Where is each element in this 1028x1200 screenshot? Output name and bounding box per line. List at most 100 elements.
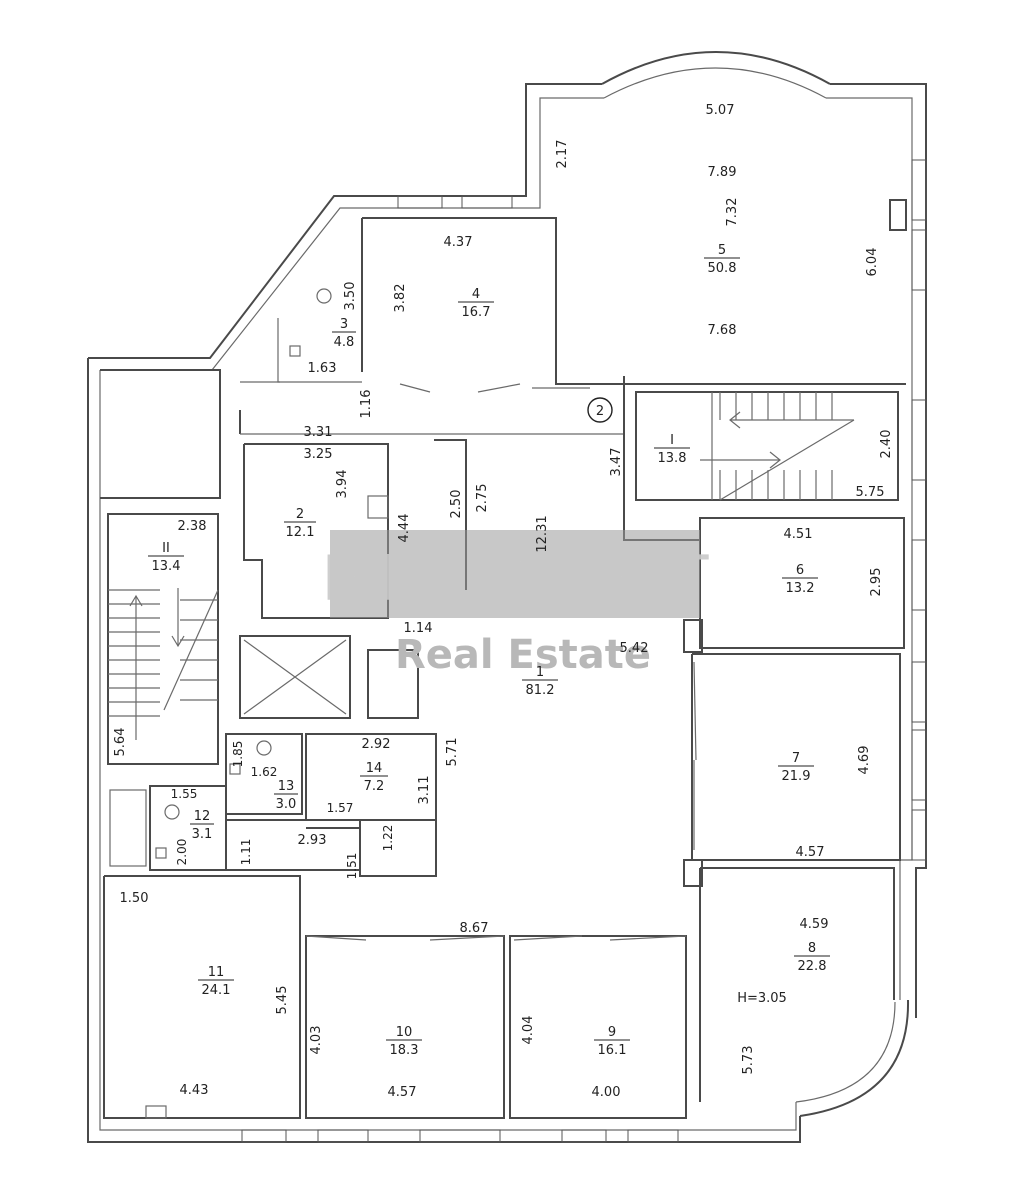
entrance-marker: 2 [587,397,613,423]
room-area: 50.8 [708,261,737,276]
room-area: 21.9 [782,769,811,784]
dimension-label: 7.68 [708,323,737,338]
dimension-label: 4.03 [309,1026,324,1055]
room-area: 12.1 [286,525,315,540]
room-area: 24.1 [202,983,231,998]
dimension-label: 2.95 [869,568,884,597]
dimension-label: 2.50 [449,490,464,519]
dimension-label: 5.42 [620,641,649,656]
room-number: 12 [194,809,211,824]
room-number: 2 [296,507,304,522]
room-14: 14 7.2 [360,761,388,794]
room-number: 3 [340,317,348,332]
dimension-label: 4.59 [800,917,829,932]
door-marks [305,383,697,941]
room-number: I [670,433,674,448]
room-number: 14 [366,761,383,776]
dimension-label: 1.11 [239,839,253,866]
dimension-label: 4.00 [592,1085,621,1100]
entrance-marker-label: 2 [596,404,604,419]
room-area: 81.2 [526,683,555,698]
room-area: 13.2 [786,581,815,596]
room-area: 18.3 [390,1043,419,1058]
dimension-label: 3.47 [609,448,624,477]
dimension-label: 1.57 [327,801,354,815]
room-4: 4 16.7 [458,287,494,320]
dimension-label: 1.63 [308,361,337,376]
dimension-label: 3.82 [393,284,408,313]
dimension-label: 4.57 [796,845,825,860]
room-number: 10 [396,1025,413,1040]
dimension-label: 4.04 [521,1016,536,1045]
room-number: 9 [608,1025,616,1040]
dimension-label: 8.67 [460,921,489,936]
room-1: 1 81.2 [522,665,558,698]
dimension-label: 1.55 [171,787,198,801]
fixtures [145,288,332,1119]
dimension-label: 3.31 [304,425,333,440]
dimension-label: 1.50 [120,891,149,906]
windows [241,159,927,1143]
dimension-label: 2.17 [555,140,570,169]
dimension-label: 5.07 [706,103,735,118]
room-number: 4 [472,287,480,302]
dimension-label: 4.57 [388,1085,417,1100]
dimension-label: 3.11 [417,776,432,805]
dimension-label: 5.71 [445,738,460,767]
room-10: 10 18.3 [386,1025,422,1058]
dimension-label: 1.62 [251,765,278,779]
room-2: 2 12.1 [284,507,316,540]
dimension-label: 1.22 [381,825,395,852]
room-area: 3.1 [192,827,213,842]
room-8: 8 22.8 [794,941,830,974]
room-area: 3.0 [276,797,297,812]
dimension-label: 3.50 [343,282,358,311]
room-area: 16.7 [462,305,491,320]
room-labels: 1 81.2 2 12.1 3 4.8 4 16.7 5 50.8 6 13.2 [148,243,830,1058]
watermark-box [330,530,700,618]
room-number: 1 [536,665,544,680]
dimension-label: 3.94 [335,470,350,499]
stair-treads-I [700,392,855,501]
room-number: II [162,541,170,556]
room-number: 5 [718,243,726,258]
room-II: II 13.4 [148,541,184,574]
dimension-label: 4.44 [397,514,412,543]
room-7: 7 21.9 [778,751,814,784]
dimension-label: 2.00 [175,839,189,866]
room-11: 11 24.1 [198,965,234,998]
room-3: 3 4.8 [332,317,356,350]
room-area: 16.1 [598,1043,627,1058]
watermark-brand: P R I M E S T [322,542,710,615]
dimension-label: 1.85 [231,741,245,768]
dimension-label: 1.14 [404,621,433,636]
room-12: 12 3.1 [190,809,214,842]
dimension-label: 4.37 [444,235,473,250]
dimension-label: 2.93 [298,833,327,848]
dimension-label: 7.89 [708,165,737,180]
room-number: 7 [792,751,800,766]
room-area: 13.8 [658,451,687,466]
dimension-label: 5.75 [856,485,885,500]
dimension-label: 2.75 [475,484,490,513]
dimension-label: 6.04 [865,248,880,277]
watermark: P R I M E S T Real Estate [322,530,710,678]
room-number: 13 [278,779,295,794]
dimension-label: 7.32 [725,198,740,227]
room-area: 22.8 [798,959,827,974]
room-5: 5 50.8 [704,243,740,276]
dimension-label: 4.43 [180,1083,209,1098]
room-number: 6 [796,563,804,578]
room-I: I 13.8 [654,433,690,466]
dimension-label: 1.16 [359,390,374,419]
dimension-labels: 5.07 2.17 7.89 7.32 6.04 7.68 4.37 3.82 … [113,103,894,1100]
interior-walls [100,199,907,1119]
dimension-label: 2.38 [178,519,207,534]
dimension-label: 5.73 [741,1046,756,1075]
stair-treads-II [108,588,219,740]
dimension-label: 2.92 [362,737,391,752]
watermark-subtitle: Real Estate [395,632,651,678]
room-9: 9 16.1 [594,1025,630,1058]
room-13: 13 3.0 [274,779,298,812]
